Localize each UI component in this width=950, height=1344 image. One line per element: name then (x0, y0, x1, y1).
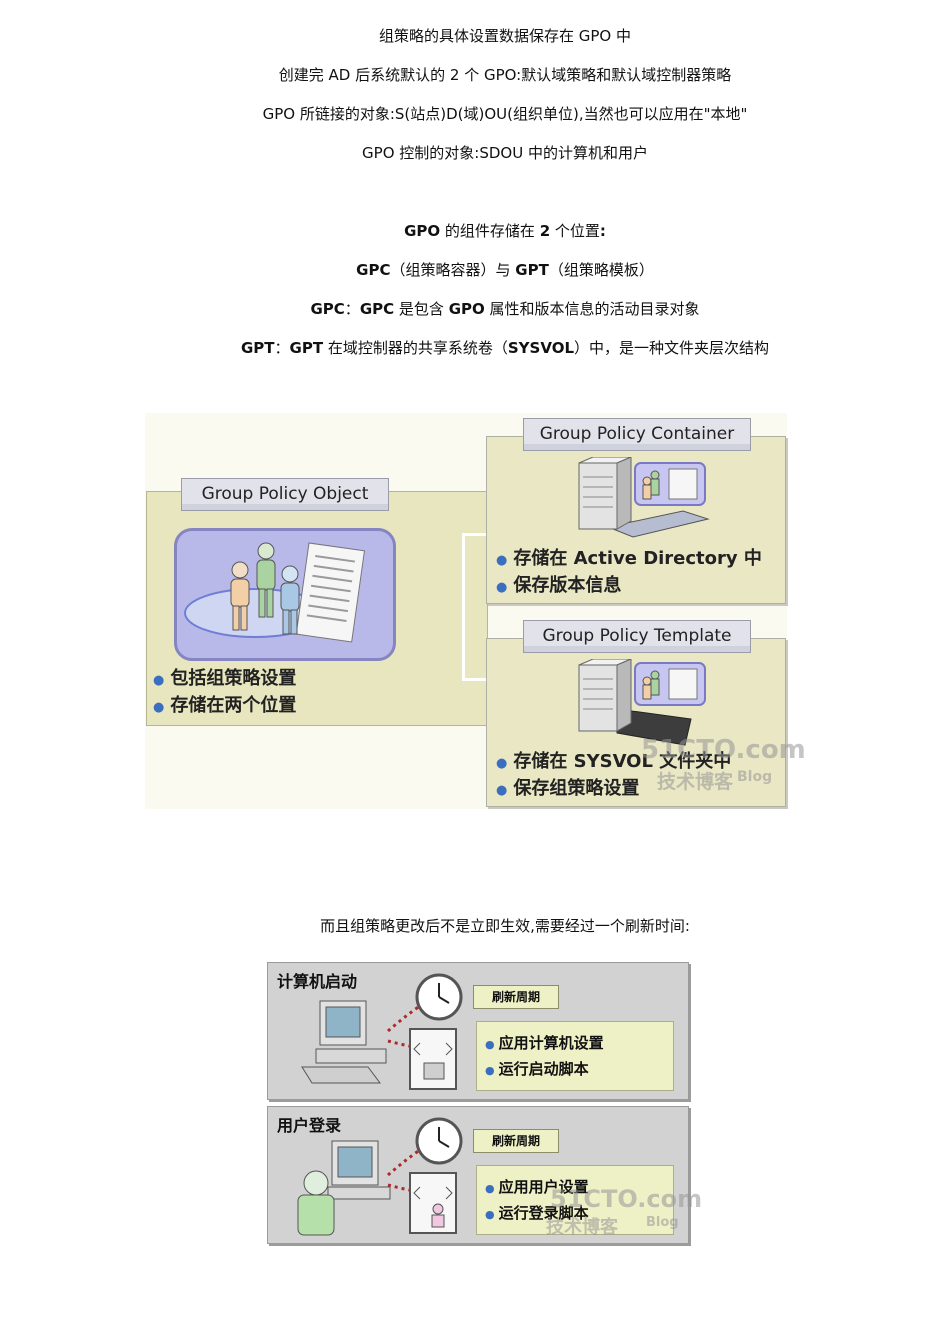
gpo-title: Group Policy Object (181, 478, 389, 511)
watermark-text: 51CTO.com (641, 735, 806, 765)
gpo-users-document-icon (174, 528, 396, 661)
refresh-interval-label: 刷新周期 (473, 985, 559, 1009)
bullet-icon: ● (485, 1038, 495, 1051)
clock-icon (413, 971, 465, 1027)
panel-title: 计算机启动 (277, 972, 358, 991)
startup-actions-box: ●应用计算机设置 ●运行启动脚本 (476, 1021, 674, 1091)
server-directory-icon (573, 456, 713, 543)
list-item: ●存储在 SYSVOL 文件夹中 (496, 751, 732, 772)
watermark-subtext: 技术博客 (657, 771, 734, 793)
gp-refresh-diagram: 计算机启动 刷新周期 (267, 960, 702, 1256)
computer-startup-panel: 计算机启动 刷新周期 (267, 962, 689, 1100)
list-item: ●存储在 Active Directory 中 (496, 548, 762, 569)
bullet-icon: ● (485, 1208, 495, 1221)
bullet-icon: ● (153, 673, 165, 688)
bullet-icon: ● (496, 553, 508, 568)
bullet-icon: ● (485, 1182, 495, 1195)
watermark-text: 51CTO.com (550, 1185, 703, 1213)
server-sysvol-icon (573, 658, 713, 753)
list-item: ●存储在两个位置 (153, 695, 297, 716)
text-gpc-definition: GPC：GPC 是包含 GPO 属性和版本信息的活动目录对象 (310, 300, 700, 318)
logon-actions-box: ●应用用户设置 ●运行登录脚本 (476, 1165, 674, 1235)
bullet-icon: ● (496, 580, 508, 595)
bullet-icon: ● (485, 1064, 495, 1077)
gpo-structure-diagram: Group Policy Object ●包括组策略设置 ●存储在两个位置 Gr… (145, 413, 806, 809)
watermark-subtext: 技术博客 (546, 1217, 618, 1238)
text-gpo-link-targets: GPO 所链接的对象:S(站点)D(域)OU(组织单位),当然也可以应用在"本地… (262, 105, 748, 123)
list-item: ●保存版本信息 (496, 575, 622, 596)
list-item: ●应用用户设置 (485, 1178, 589, 1196)
gpc-panel (486, 436, 786, 604)
text-gpo-control-targets: GPO 控制的对象:SDOU 中的计算机和用户 (362, 144, 648, 162)
gpo-bullet-list: ●包括组策略设置 ●存储在两个位置 (153, 666, 296, 720)
clock-icon (413, 1115, 465, 1171)
user-logon-panel: 用户登录 刷新周期 (267, 1106, 702, 1245)
list-item: ●应用计算机设置 (485, 1034, 604, 1052)
bullet-icon: ● (153, 700, 165, 715)
list-item: ●运行启动脚本 (485, 1060, 589, 1078)
script-document-icon (408, 1169, 460, 1241)
list-item: ●运行登录脚本 (485, 1204, 589, 1222)
refresh-interval-label: 刷新周期 (473, 1129, 559, 1153)
text-gpo-components: GPO 的组件存储在 2 个位置: (404, 222, 606, 240)
panel-title: 用户登录 (277, 1116, 342, 1135)
gpt-title: Group Policy Template (523, 620, 751, 653)
text-gpt-definition: GPT：GPT 在域控制器的共享系统卷（SYSVOL）中，是一种文件夹层次结构 (240, 339, 770, 357)
script-document-icon (408, 1025, 460, 1097)
watermark-blog: Blog (646, 1215, 679, 1230)
gpc-bullet-list: ●存储在 Active Directory 中 ●保存版本信息 (496, 546, 762, 600)
text-gpo-storage: 组策略的具体设置数据保存在 GPO 中 (378, 27, 631, 45)
list-item: ●包括组策略设置 (153, 668, 297, 689)
gpt-bullet-list: ●存储在 SYSVOL 文件夹中 ●保存组策略设置 (496, 749, 731, 803)
bullet-icon: ● (496, 783, 508, 798)
list-item: ●保存组策略设置 (496, 778, 640, 799)
text-refresh-note: 而且组策略更改后不是立即生效,需要经过一个刷新时间: (320, 917, 690, 935)
watermark-blog: Blog (737, 769, 773, 785)
text-gpc-and-gpt: GPC（组策略容器）与 GPT（组策略模板） (356, 261, 654, 279)
panel-connector (462, 533, 490, 681)
text-default-gpos: 创建完 AD 后系统默认的 2 个 GPO:默认域策略和默认域控制器策略 (278, 66, 732, 84)
computer-icon (296, 993, 396, 1093)
gpc-title: Group Policy Container (523, 418, 751, 451)
user-computer-icon (288, 1131, 396, 1245)
bullet-icon: ● (496, 756, 508, 771)
